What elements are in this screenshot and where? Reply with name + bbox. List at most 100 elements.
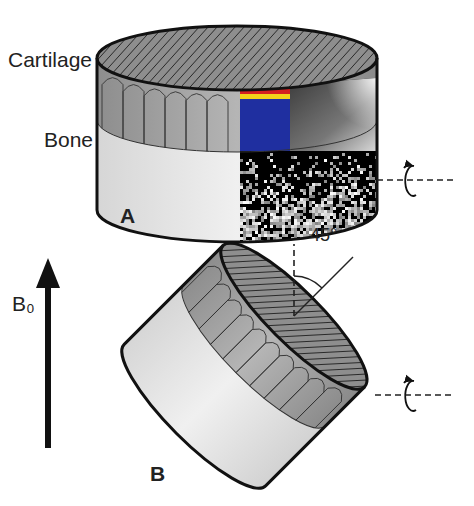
noise-pixel	[327, 174, 330, 177]
noise-pixel	[279, 231, 282, 234]
noise-pixel	[261, 219, 264, 222]
noise-pixel	[300, 234, 303, 237]
noise-pixel	[291, 228, 294, 231]
noise-pixel	[375, 240, 378, 243]
noise-pixel	[315, 156, 318, 159]
noise-pixel	[303, 222, 306, 225]
noise-pixel	[348, 219, 351, 222]
noise-pixel	[261, 210, 264, 213]
noise-pixel	[309, 204, 312, 207]
noise-pixel	[294, 219, 297, 222]
noise-pixel	[294, 174, 297, 177]
noise-pixel	[348, 192, 351, 195]
noise-pixel	[276, 216, 279, 219]
noise-pixel	[300, 213, 303, 216]
noise-pixel	[357, 189, 360, 192]
noise-pixel	[330, 213, 333, 216]
noise-pixel	[309, 171, 312, 174]
noise-pixel	[285, 195, 288, 198]
noise-pixel	[300, 207, 303, 210]
noise-pixel	[246, 222, 249, 225]
noise-pixel	[357, 168, 360, 171]
noise-pixel	[330, 189, 333, 192]
noise-pixel	[285, 186, 288, 189]
noise-pixel	[336, 204, 339, 207]
noise-pixel	[285, 183, 288, 186]
noise-pixel	[303, 216, 306, 219]
noise-pixel	[369, 240, 372, 243]
noise-pixel	[240, 207, 243, 210]
hatch-line	[301, 323, 382, 404]
noise-pixel	[285, 225, 288, 228]
noise-pixel	[351, 183, 354, 186]
noise-pixel	[297, 231, 300, 234]
noise-pixel	[303, 210, 306, 213]
hatch-line	[307, 329, 388, 410]
noise-pixel	[357, 237, 360, 240]
noise-pixel	[282, 177, 285, 180]
noise-pixel	[348, 156, 351, 159]
noise-pixel	[261, 207, 264, 210]
noise-pixel	[249, 168, 252, 171]
noise-pixel	[294, 231, 297, 234]
noise-pixel	[333, 165, 336, 168]
noise-pixel	[354, 237, 357, 240]
noise-pixel	[273, 234, 276, 237]
noise-pixel	[282, 198, 285, 201]
noise-pixel	[294, 234, 297, 237]
noise-pixel	[369, 174, 372, 177]
noise-pixel	[330, 174, 333, 177]
noise-pixel	[342, 210, 345, 213]
noise-pixel	[357, 165, 360, 168]
noise-pixel	[351, 195, 354, 198]
noise-pixel	[303, 240, 306, 243]
noise-pixel	[246, 216, 249, 219]
noise-pixel	[261, 231, 264, 234]
noise-pixel	[249, 231, 252, 234]
noise-pixel	[318, 174, 321, 177]
noise-pixel	[246, 225, 249, 228]
noise-pixel	[258, 237, 261, 240]
noise-pixel	[333, 195, 336, 198]
noise-pixel	[363, 201, 366, 204]
noise-pixel	[252, 228, 255, 231]
noise-pixel	[294, 198, 297, 201]
noise-pixel	[243, 225, 246, 228]
noise-pixel	[267, 243, 270, 246]
noise-pixel	[264, 243, 267, 246]
noise-pixel	[276, 201, 279, 204]
noise-pixel	[306, 243, 309, 246]
noise-pixel	[285, 234, 288, 237]
hatch-line	[245, 20, 313, 96]
noise-pixel	[306, 240, 309, 243]
noise-pixel	[339, 198, 342, 201]
noise-pixel	[300, 189, 303, 192]
noise-pixel	[279, 243, 282, 246]
noise-pixel	[360, 201, 363, 204]
noise-pixel	[324, 180, 327, 183]
noise-pixel	[360, 210, 363, 213]
noise-pixel	[363, 186, 366, 189]
noise-pixel	[285, 216, 288, 219]
noise-pixel	[288, 225, 291, 228]
noise-pixel	[300, 243, 303, 246]
noise-pixel	[330, 171, 333, 174]
noise-pixel	[294, 216, 297, 219]
noise-pixel	[255, 243, 258, 246]
noise-pixel	[339, 192, 342, 195]
noise-pixel	[270, 174, 273, 177]
noise-pixel	[321, 198, 324, 201]
noise-pixel	[351, 207, 354, 210]
hatch-line	[227, 20, 295, 96]
noise-pixel	[255, 213, 258, 216]
noise-pixel	[363, 216, 366, 219]
noise-pixel	[243, 192, 246, 195]
noise-pixel	[243, 201, 246, 204]
noise-pixel	[312, 213, 315, 216]
noise-pixel	[312, 216, 315, 219]
noise-pixel	[297, 207, 300, 210]
noise-pixel	[243, 171, 246, 174]
noise-pixel	[306, 228, 309, 231]
noise-pixel	[300, 198, 303, 201]
noise-pixel	[357, 231, 360, 234]
